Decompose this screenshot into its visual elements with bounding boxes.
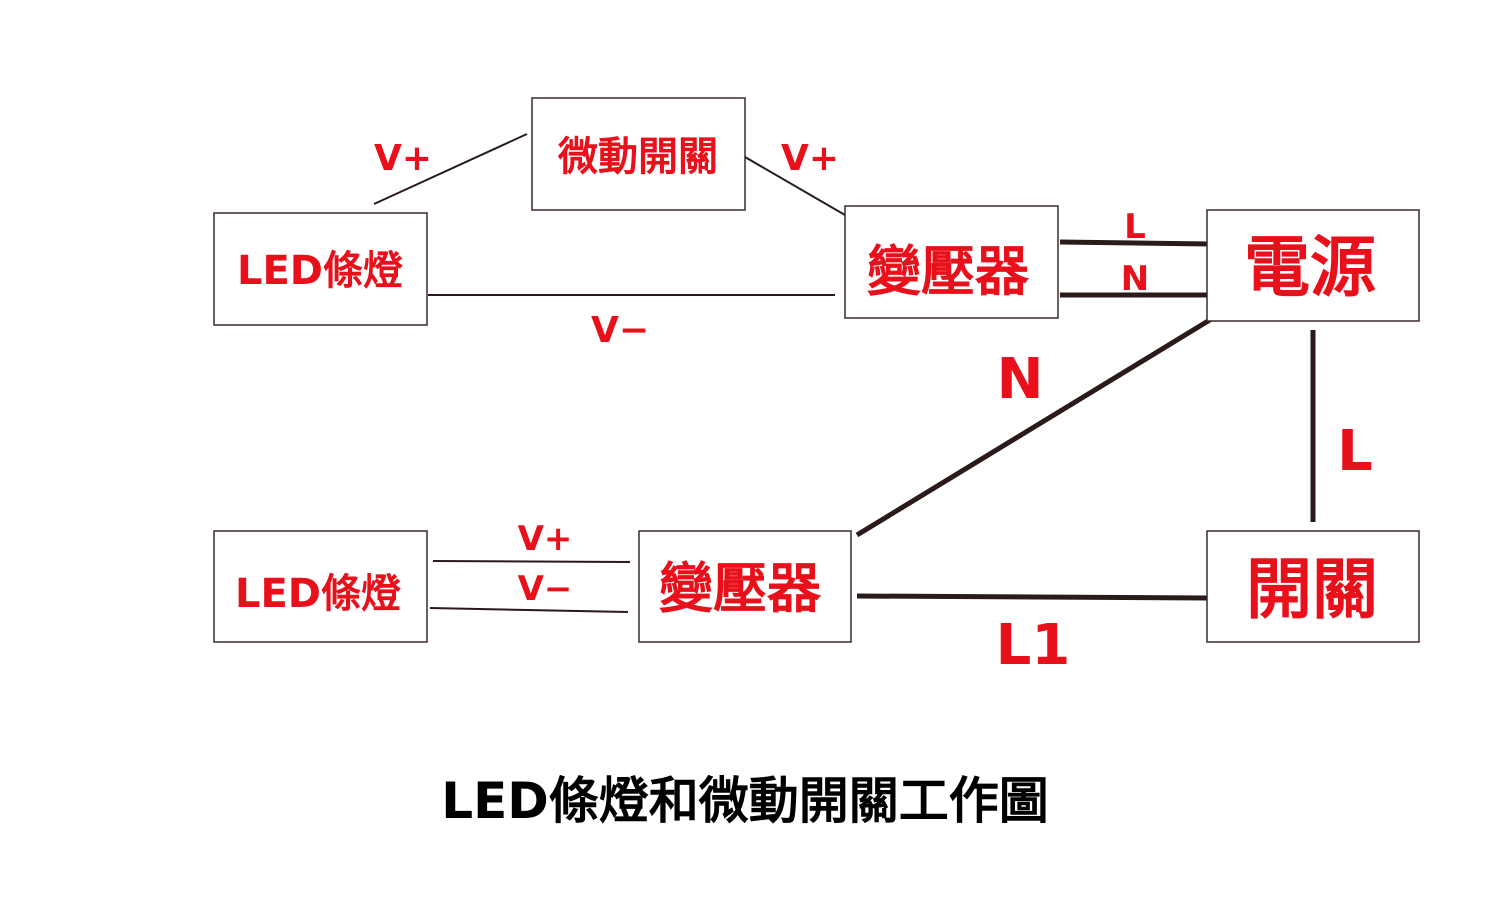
node-label: 變壓器: [659, 557, 822, 620]
node-label: 變壓器: [867, 240, 1030, 303]
diagram-title: LED條燈和微動開關工作圖: [441, 772, 1049, 830]
wire-label-vminus: V−: [591, 310, 649, 351]
node-transformer-top: 變壓器: [844, 205, 1059, 319]
node-label: 微動開關: [557, 134, 718, 180]
node-transformer-bottom: 變壓器: [638, 530, 852, 643]
wire-label-L1: L1: [996, 613, 1071, 678]
node-label: 開關: [1246, 551, 1378, 628]
wire-label-vplus: V+: [781, 138, 839, 179]
wire-label-vminus: V−: [518, 569, 573, 609]
node-micro-switch: 微動開關: [531, 97, 746, 211]
wire-label-vplus: V+: [374, 138, 432, 179]
node-switch: 開關: [1206, 530, 1420, 643]
node-label: LED條燈: [237, 248, 403, 294]
wire-led-to-micro-switch: [373, 133, 528, 205]
wire-label-N: N: [1121, 259, 1149, 299]
wire-label-N: N: [997, 347, 1044, 412]
wire-label-L: L: [1124, 207, 1146, 247]
wire-top-L: [1059, 239, 1211, 247]
node-power: 電源: [1206, 209, 1420, 322]
wire-switch-to-transformer-L1: [856, 593, 1208, 601]
node-label: 電源: [1244, 229, 1376, 306]
wire-micro-switch-to-transformer: [744, 156, 846, 216]
wire-label-vplus: V+: [518, 519, 573, 559]
node-led-top: LED條燈: [213, 212, 428, 326]
node-led-bottom: LED條燈: [213, 530, 428, 643]
wire-label-L: L: [1337, 419, 1373, 484]
wire-power-to-bottom-transformer-N: [855, 315, 1215, 538]
node-label: LED條燈: [235, 571, 401, 617]
wire-bottom-vplus: [432, 560, 631, 563]
wire-bottom-vminus: [429, 607, 629, 613]
